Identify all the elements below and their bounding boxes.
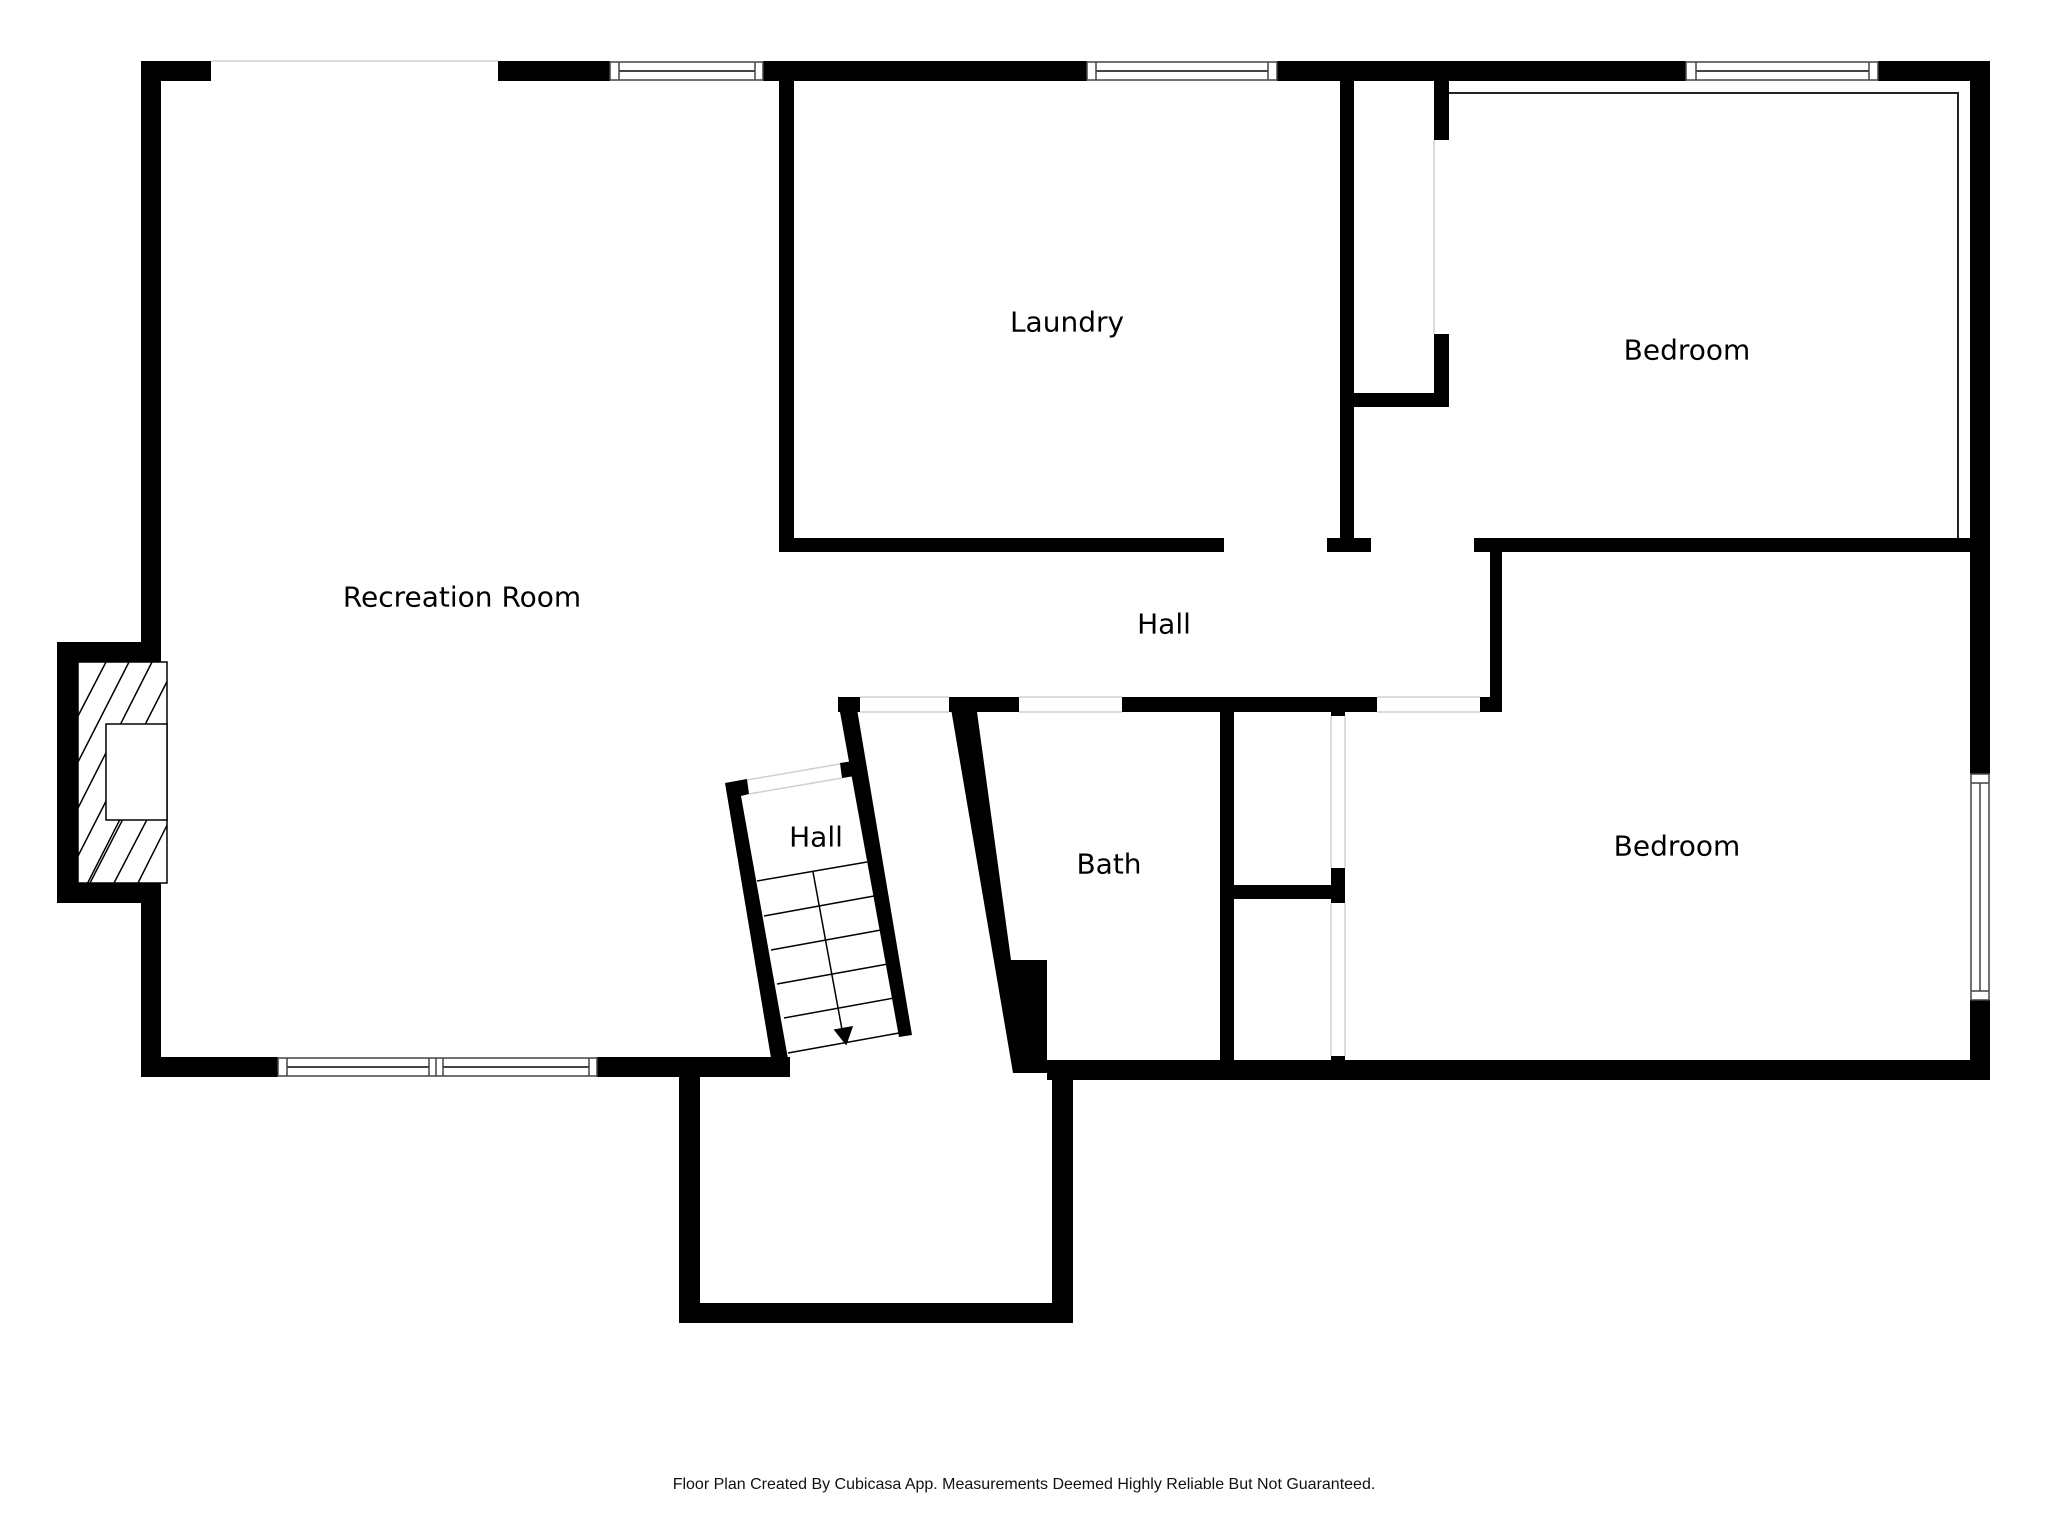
fireplace-surround-bottom bbox=[57, 883, 161, 903]
wall-closet-partial-bottom bbox=[1434, 334, 1449, 407]
walls bbox=[57, 61, 1990, 1323]
wall-bottom-right bbox=[1047, 1060, 1990, 1080]
room-label-bedroom-lower: Bedroom bbox=[1613, 829, 1741, 863]
wall-hall-bottom-3 bbox=[1122, 697, 1377, 712]
wall-left-upper bbox=[141, 61, 161, 662]
wall-right-upper bbox=[1970, 61, 1990, 774]
wall-laundry-bottom bbox=[779, 538, 1224, 552]
wall-bath-left-slanted bbox=[949, 697, 1047, 1073]
room-label-hall-stair: Hall bbox=[789, 820, 843, 854]
wall-top-mid2 bbox=[763, 61, 1087, 81]
wall-stair-right bbox=[838, 697, 912, 1037]
fireplace-icon bbox=[77, 661, 168, 884]
wall-closet2-stub-bottom bbox=[1331, 1056, 1345, 1062]
room-label-laundry: Laundry bbox=[1009, 305, 1125, 339]
wall-lower-box-right bbox=[1052, 1070, 1073, 1323]
wall-lower-box-left bbox=[679, 1070, 700, 1323]
wall-closet2-horizontal bbox=[1234, 885, 1345, 899]
wall-closet-left bbox=[1340, 61, 1354, 552]
stairs-icon bbox=[756, 861, 900, 1054]
wall-closet-t bbox=[1327, 538, 1371, 552]
stair-direction-line bbox=[812, 871, 844, 1036]
down-arrow-icon bbox=[833, 1026, 854, 1046]
wall-lower-box-bottom bbox=[679, 1303, 1073, 1323]
wardrobe-outline bbox=[1449, 92, 1959, 538]
wall-closet2-block bbox=[1331, 868, 1345, 903]
wall-top-right bbox=[1878, 61, 1990, 81]
window-icon bbox=[609, 61, 764, 81]
window-icon bbox=[277, 1057, 598, 1077]
footer-disclaimer: Floor Plan Created By Cubicasa App. Meas… bbox=[672, 1476, 1376, 1493]
room-label-hall-main: Hall bbox=[1137, 607, 1191, 641]
wall-top-mid bbox=[498, 61, 610, 81]
wall-hall-right bbox=[1490, 538, 1502, 712]
window-icon bbox=[1086, 61, 1278, 81]
wall-bottom-left2 bbox=[597, 1057, 790, 1077]
windows bbox=[277, 61, 1990, 1077]
wall-top-mid3 bbox=[1277, 61, 1686, 81]
wall-stair-top-stub bbox=[840, 761, 855, 778]
wall-left-lower bbox=[141, 883, 161, 1077]
wall-bottom-left bbox=[141, 1057, 278, 1077]
fireplace-surround-top bbox=[57, 642, 161, 662]
wall-bedroom-divider bbox=[1474, 538, 1990, 552]
wall-stair-left bbox=[725, 779, 790, 1070]
room-label-bath: Bath bbox=[1076, 847, 1142, 881]
door-opening-icon bbox=[748, 777, 843, 795]
door-opening-icon bbox=[746, 763, 841, 781]
fireplace-surround-left bbox=[57, 642, 78, 903]
wall-hall-bottom-4 bbox=[1480, 697, 1502, 712]
door-openings bbox=[211, 60, 1480, 1056]
window-icon bbox=[1685, 61, 1879, 81]
wall-closet2-stub-top bbox=[1331, 712, 1345, 716]
wall-bath-right bbox=[1220, 697, 1234, 1080]
wall-closet-partial-top bbox=[1434, 81, 1449, 140]
wall-closet-horizontal bbox=[1340, 393, 1449, 407]
wall-laundry-left bbox=[779, 61, 794, 552]
window-icon bbox=[1970, 773, 1990, 1001]
room-label-bedroom-upper: Bedroom bbox=[1623, 333, 1751, 367]
room-label-recreation-room: Recreation Room bbox=[342, 580, 582, 614]
